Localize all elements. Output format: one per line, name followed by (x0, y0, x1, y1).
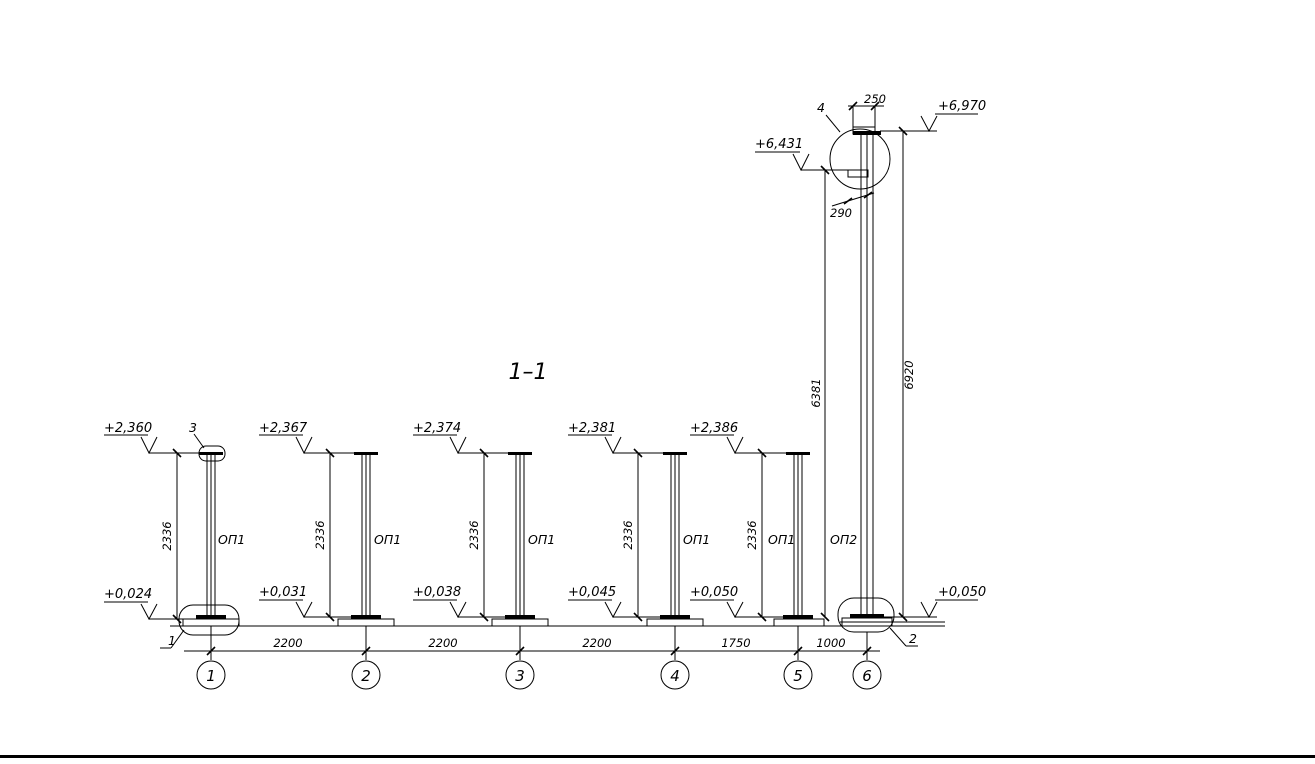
section-title: 1–1 (509, 360, 548, 385)
column-4-height-dim: 2336 (621, 520, 635, 549)
column-3-top-elevation: +2,374 (413, 421, 461, 436)
span-2-3: 2200 (428, 636, 457, 650)
frame-bottom-rule (0, 755, 1315, 758)
axis-label-1: 1 (206, 667, 216, 685)
column-1-height-dim: 2336 (160, 521, 174, 550)
column-6-base-plate (850, 614, 884, 618)
column-5-base-plate (783, 615, 813, 619)
axis-label-6: 6 (862, 667, 872, 685)
column-2-height-dim: 2336 (313, 520, 327, 549)
axis-bubble-5 (783, 660, 813, 690)
column-3-height-dim: 2336 (467, 520, 481, 549)
axis-bubble-6 (852, 660, 882, 690)
column-5-mark: ОП1 (768, 532, 795, 547)
span-5-6: 1000 (816, 636, 845, 650)
column-2: +2,367 +0,031 2336 ОП1 (259, 421, 401, 627)
detail-top-dim: 250 (864, 92, 886, 106)
column-4: +2,381 +0,045 2336 ОП1 (568, 421, 710, 627)
column-1-cap-plate (199, 452, 223, 455)
span-1-2: 2200 (273, 636, 302, 650)
callout-4: 4 (817, 100, 825, 115)
span-dimension-line: 2200 2200 2200 1750 1000 (184, 626, 880, 660)
axis-bubble-4 (660, 660, 690, 690)
callout-1: 1 (168, 633, 176, 648)
axis-markers: 1 2 3 4 5 6 (196, 660, 882, 690)
callout-3: 3 (189, 420, 197, 435)
column-6-detail-circle (829, 128, 891, 190)
column-5-base-elevation: +0,050 (690, 585, 738, 600)
column-1-top-elevation: +2,360 (104, 421, 152, 436)
column-6-height-dim: 6920 (902, 360, 916, 389)
column-1-base-elevation: +0,024 (104, 587, 152, 602)
column-5-cap-plate (786, 452, 810, 455)
column-6-cap-plate (853, 131, 881, 135)
column-6-mid-height-dim: 6381 (809, 378, 823, 407)
column-2-base-plate (351, 615, 381, 619)
axis-bubble-3 (505, 660, 535, 690)
column-6-bracket (847, 169, 869, 178)
column-1: +2,360 +0,024 2336 ОП1 3 (104, 420, 245, 636)
column-4-mark: ОП1 (683, 532, 710, 547)
column-3-cap-plate (508, 452, 532, 455)
column-2-cap-plate (354, 452, 378, 455)
column-2-top-elevation: +2,367 (259, 421, 308, 436)
column-4-top-elevation: +2,381 (568, 421, 616, 436)
column-1-base-plate (196, 615, 226, 619)
column-3-base-plate (505, 615, 535, 619)
column-6-mid-elevation: +6,431 (755, 137, 803, 152)
column-2-base-elevation: +0,031 (259, 585, 307, 600)
column-4-cap-plate (663, 452, 687, 455)
column-3-base-elevation: +0,038 (413, 585, 461, 600)
span-4-5: 1750 (721, 636, 750, 650)
callout-2: 2 (909, 631, 917, 646)
column-6: 4 250 290 +6,970 +6,431 +0,050 6920 (755, 92, 986, 647)
column-5-height-dim: 2336 (745, 520, 759, 549)
axis-label-5: 5 (793, 667, 803, 685)
column-4-base-plate (660, 615, 690, 619)
column-5: +2,386 +0,050 2336 ОП1 (690, 421, 825, 627)
callout-1-leader (170, 629, 185, 649)
column-5-top-elevation: +2,386 (690, 421, 738, 436)
axis-bubble-1 (196, 660, 226, 690)
axis-label-3: 3 (515, 667, 525, 685)
axis-label-2: 2 (361, 667, 371, 685)
column-6-base-elevation: +0,050 (938, 585, 986, 600)
column-3: +2,374 +0,038 2336 ОП1 (413, 421, 555, 627)
axis-bubble-2 (351, 660, 381, 690)
column-6-top-elevation: +6,970 (938, 99, 986, 114)
column-4-base-elevation: +0,045 (568, 585, 616, 600)
span-3-4: 2200 (582, 636, 611, 650)
column-6-mark: ОП2 (830, 532, 857, 547)
axis-label-4: 4 (670, 667, 680, 685)
column-2-mark: ОП1 (374, 532, 401, 547)
column-3-mark: ОП1 (528, 532, 555, 547)
column-1-mark: ОП1 (218, 532, 245, 547)
detail-gap-dim: 290 (830, 206, 852, 220)
column-6-base-callout-ring (837, 597, 895, 633)
column-1-base-callout-ring (178, 604, 240, 636)
